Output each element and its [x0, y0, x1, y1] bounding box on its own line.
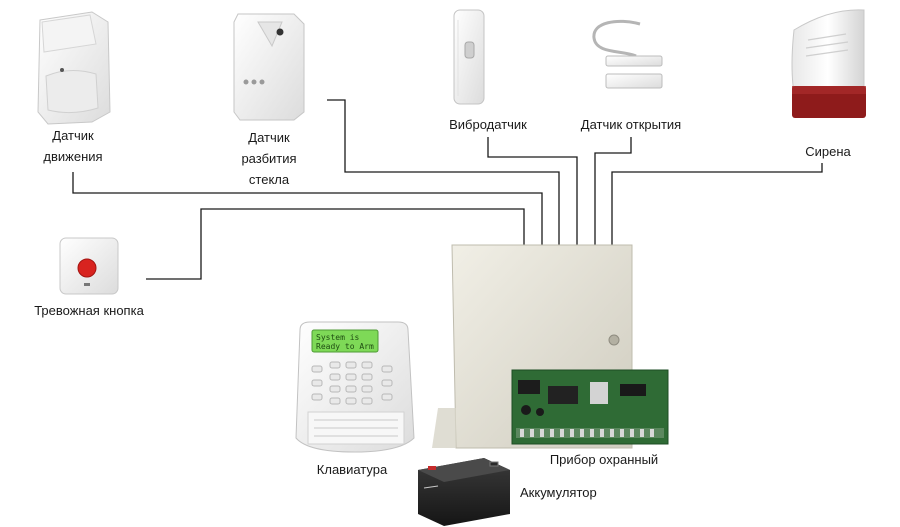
- vibration-sensor-label: Вибродатчик: [428, 114, 548, 135]
- glass-break-sensor-label: Датчик разбития стекла: [216, 127, 322, 190]
- motion-sensor: [38, 12, 110, 124]
- wire-siren: [612, 163, 822, 245]
- control-panel-label: Прибор охранный: [534, 449, 674, 470]
- glass-break-sensor: [234, 14, 304, 120]
- wire-vibration-sensor: [488, 137, 577, 245]
- control-panel: [432, 245, 668, 448]
- motion-sensor-label: Датчик движения: [20, 125, 126, 167]
- wire-door-contact: [595, 137, 631, 245]
- siren: [792, 10, 866, 118]
- keypad-label: Клавиатура: [304, 459, 400, 480]
- vibration-sensor: [454, 10, 484, 104]
- control-board: [512, 370, 668, 444]
- door-contact-label: Датчик открытия: [566, 114, 696, 135]
- panic-button: [60, 238, 118, 294]
- siren-label: Сирена: [792, 141, 864, 162]
- panic-button-label: Тревожная кнопка: [14, 300, 164, 321]
- door-contact: [594, 21, 662, 88]
- battery: [418, 458, 510, 526]
- battery-label: Аккумулятор: [520, 482, 630, 503]
- keypad-lcd-line-2: Ready to Arm: [316, 342, 374, 352]
